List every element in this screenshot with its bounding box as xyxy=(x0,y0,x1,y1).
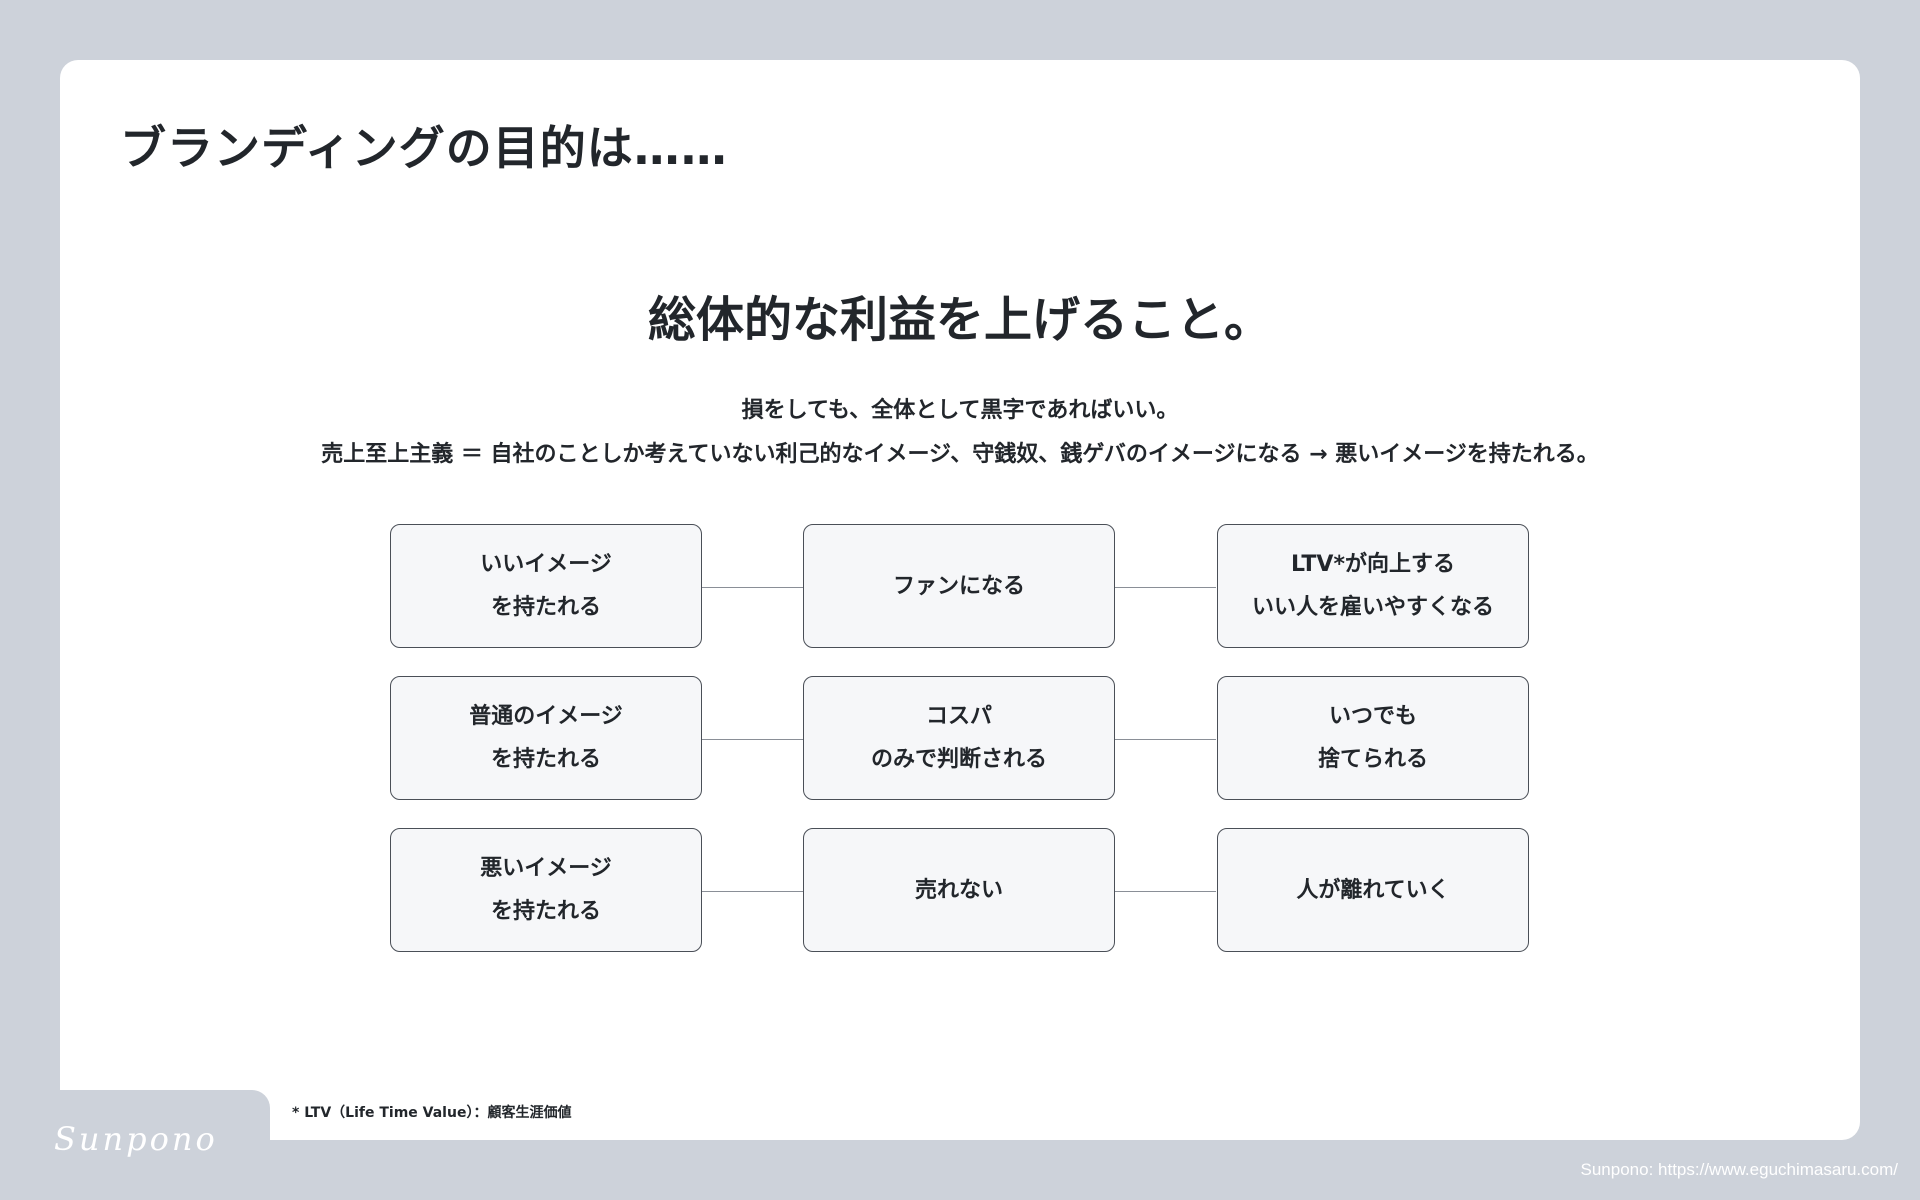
logo-tab xyxy=(0,1090,270,1200)
flow-box-discarded: いつでも 捨てられる xyxy=(1217,676,1529,800)
source-credit: Sunpono: https://www.eguchimasaru.com/ xyxy=(1580,1160,1899,1179)
footnote: * LTV（Life Time Value）：顧客生涯価値 xyxy=(292,1105,572,1121)
flow-box-good-image: いいイメージ を持たれる xyxy=(390,524,702,648)
brand-logo: Sunpono xyxy=(54,1120,218,1158)
box-line: を持たれる xyxy=(490,747,601,772)
box-line: コスパ xyxy=(925,704,992,729)
box-line: のみで判断される xyxy=(870,747,1047,772)
connector-line xyxy=(702,891,803,892)
sub-line-2: 売上至上主義 ＝ 自社のことしか考えていない利己的なイメージ、守銭奴、銭ゲバのイ… xyxy=(321,442,1599,467)
sub-line-1: 損をしても、全体として黒字であればいい。 xyxy=(741,398,1179,423)
box-line: いいイメージ xyxy=(480,552,612,577)
flow-box-become-fan: ファンになる xyxy=(803,524,1115,648)
page-title: ブランディングの目的は…… xyxy=(120,121,728,175)
box-line: 悪いイメージ xyxy=(480,856,612,881)
box-line: 捨てられる xyxy=(1317,747,1428,772)
box-line: 売れない xyxy=(914,877,1003,903)
connector-line xyxy=(1115,587,1216,588)
box-line: いい人を雇いやすくなる xyxy=(1251,595,1494,620)
flow-box-not-selling: 売れない xyxy=(803,828,1115,952)
flow-box-normal-image: 普通のイメージ を持たれる xyxy=(390,676,702,800)
headline: 総体的な利益を上げること。 xyxy=(647,292,1272,348)
box-line: 人が離れていく xyxy=(1296,877,1450,903)
connector-line xyxy=(1115,891,1216,892)
box-line: LTV*が向上する xyxy=(1291,552,1455,577)
box-line: を持たれる xyxy=(490,899,601,924)
flow-box-bad-image: 悪いイメージ を持たれる xyxy=(390,828,702,952)
flow-box-ltv-up: LTV*が向上する いい人を雇いやすくなる xyxy=(1217,524,1529,648)
box-line: を持たれる xyxy=(490,595,601,620)
flow-box-people-leave: 人が離れていく xyxy=(1217,828,1529,952)
connector-line xyxy=(702,739,803,740)
box-line: いつでも xyxy=(1328,704,1417,729)
connector-line xyxy=(702,587,803,588)
flow-box-cost-performance: コスパ のみで判断される xyxy=(803,676,1115,800)
box-line: 普通のイメージ xyxy=(469,704,623,729)
connector-line xyxy=(1115,739,1216,740)
box-line: ファンになる xyxy=(892,573,1025,599)
